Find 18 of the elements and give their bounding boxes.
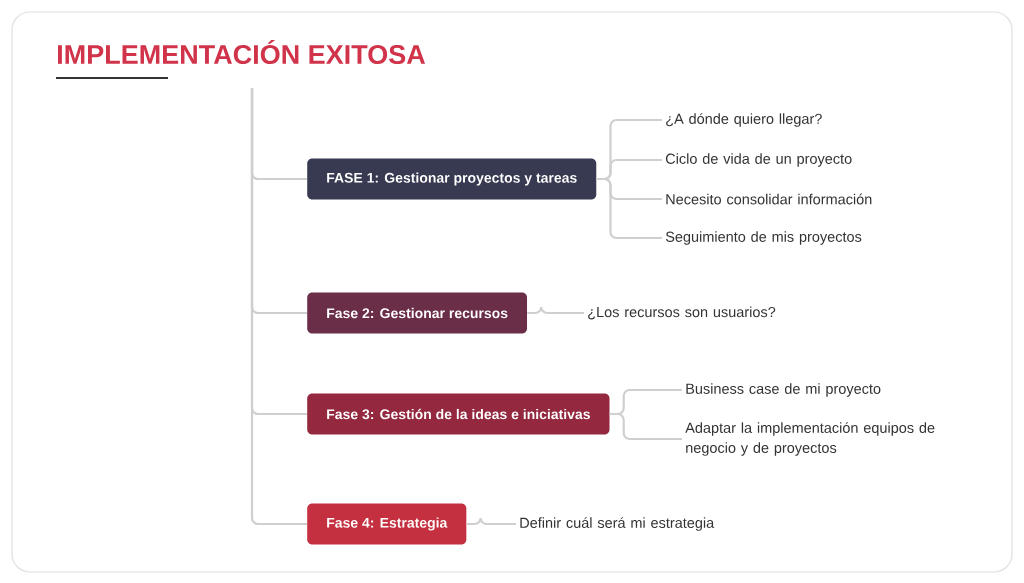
branch-line [466, 516, 516, 526]
branch-text: Adaptar la implementación equipos de negocio y de proyectos [685, 422, 935, 456]
branch-text: Definir cuál será mi estrategia [520, 517, 715, 531]
branch-text: Necesito consolidar información [666, 193, 872, 205]
branch-text: ¿Los recursos son usuarios? [588, 306, 776, 320]
branch-line [527, 305, 584, 315]
branch-line [596, 177, 662, 240]
phase-box: FASE 1: Gestionar proyectos y tareas [307, 158, 597, 200]
branch-text: ¿A dónde quiero llegar? [666, 113, 822, 127]
branch-line [250, 88, 307, 526]
branch-line [609, 412, 682, 441]
title: IMPLEMENTACIÓN EXITOSA [58, 39, 426, 65]
branch-text: Seguimiento de mis proyectos [665, 231, 862, 245]
branch-text: Business case de mi proyecto [686, 383, 881, 397]
phase-box: Fase 3: Gestión de la ideas e iniciativas [307, 393, 610, 435]
phase-box: Fase 4: Estrategia [307, 503, 467, 545]
phase-box: Fase 2: Gestionar recursos [307, 292, 528, 334]
branch-text: Ciclo de vida de un proyecto [665, 153, 852, 167]
